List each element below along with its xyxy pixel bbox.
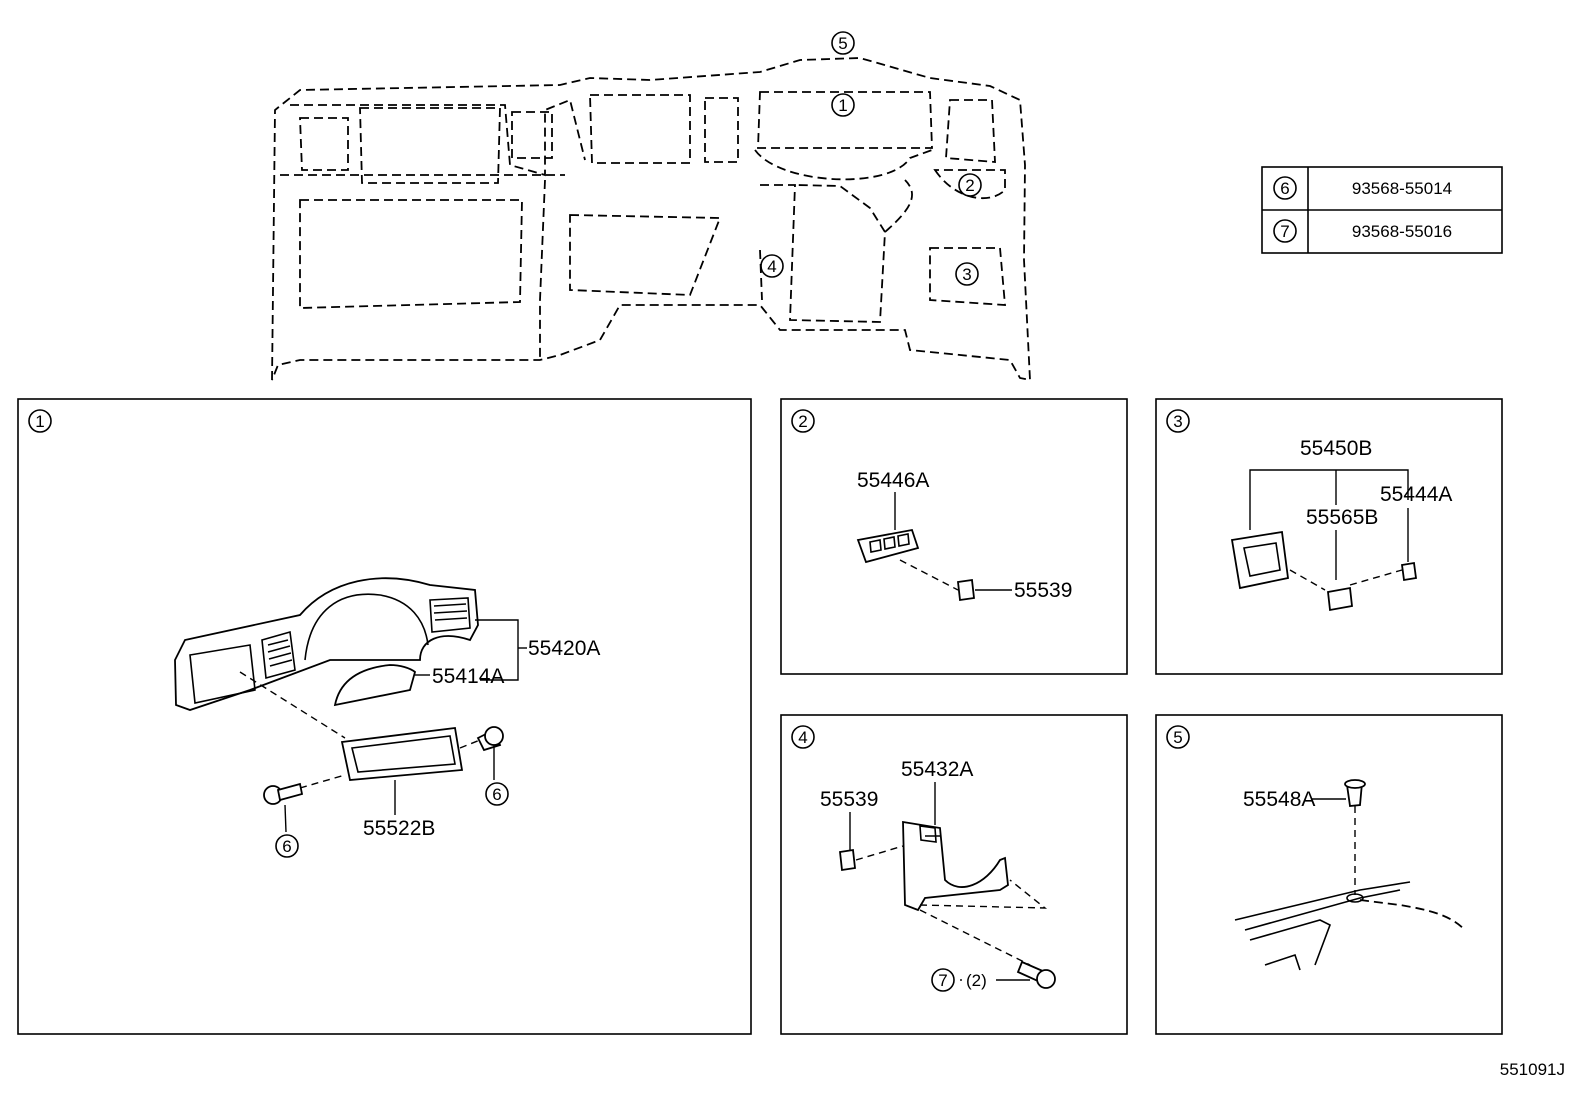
fastener-row-6: 6 93568-55014	[1273, 176, 1452, 200]
svg-text:1: 1	[35, 412, 44, 431]
clip	[1344, 779, 1366, 807]
cluster-hood	[333, 664, 417, 707]
switch-base	[856, 528, 920, 564]
screw-icon	[1016, 960, 1056, 989]
detail-panel-2: 2 55446A 55539	[780, 398, 1128, 675]
svg-text:7: 7	[1280, 222, 1289, 241]
quantity-label: (2)	[966, 971, 987, 990]
hole-cover	[957, 578, 975, 602]
fastener-table: 6 93568-55014 7 93568-55016	[1261, 166, 1503, 254]
part-label-55548A: 55548A	[1243, 788, 1315, 811]
dashboard-edge	[1234, 881, 1466, 971]
dashboard-overview: 1 2 3 4 5	[271, 31, 1031, 382]
fastener-callout-6: 6	[485, 782, 509, 806]
svg-text:2: 2	[798, 412, 807, 431]
svg-text:5: 5	[838, 34, 847, 53]
cluster-finish-panel	[174, 577, 479, 711]
pocket-box	[1230, 530, 1290, 590]
svg-text:1: 1	[838, 96, 847, 115]
part-number-93568-55014: 93568-55014	[1352, 179, 1452, 198]
part-label-55565B: 55565B	[1306, 506, 1378, 529]
svg-text:2: 2	[965, 176, 974, 195]
screw-icon	[476, 726, 504, 752]
panel-4-number: 4	[791, 725, 815, 749]
panel-3-number: 3	[1166, 409, 1190, 433]
detail-panel-4: 4 55432A 55539 7 (2)	[780, 714, 1128, 1035]
part-label-55539: 55539	[820, 788, 878, 811]
overview-callout-4: 4	[760, 254, 784, 278]
svg-text:3: 3	[962, 265, 971, 284]
fastener-callout-6: 6	[275, 834, 299, 858]
part-label-55414A: 55414A	[432, 665, 504, 688]
fastener-callout-7: 7	[931, 968, 955, 992]
part-label-55539: 55539	[1014, 579, 1072, 602]
overview-callout-1: 1	[831, 93, 855, 117]
part-label-55522B: 55522B	[363, 817, 435, 840]
part-label-55420A: 55420A	[528, 637, 600, 660]
detail-panel-1: 1	[17, 398, 752, 1035]
svg-text:5: 5	[1173, 728, 1182, 747]
overview-callout-2: 2	[958, 173, 982, 197]
clip	[1327, 586, 1353, 612]
fastener-row-7: 7 93568-55016	[1273, 219, 1452, 243]
detail-panel-3: 3 55450B 55444A 55565B	[1155, 398, 1503, 675]
part-label-55432A: 55432A	[901, 758, 973, 781]
hole-cover	[839, 848, 856, 872]
part-label-55446A: 55446A	[857, 469, 929, 492]
svg-text:3: 3	[1173, 412, 1182, 431]
panel-2-number: 2	[791, 409, 815, 433]
panel-5-number: 5	[1166, 725, 1190, 749]
svg-text:4: 4	[798, 728, 807, 747]
part-label-55450B: 55450B	[1300, 437, 1372, 460]
screw-icon	[263, 782, 304, 805]
overview-callout-3: 3	[955, 262, 979, 286]
clip	[1400, 561, 1418, 582]
panel-1-number: 1	[28, 409, 52, 433]
lower-panel	[902, 820, 1009, 912]
svg-text:6: 6	[282, 837, 291, 856]
display-bezel	[340, 727, 464, 781]
svg-text:7: 7	[938, 971, 947, 990]
part-label-55444A: 55444A	[1380, 483, 1452, 506]
detail-panel-5: 5 55548A	[1155, 714, 1503, 1035]
diagram-reference-code: 551091J	[1500, 1060, 1565, 1079]
svg-text:6: 6	[492, 785, 501, 804]
overview-callout-5: 5	[831, 31, 855, 55]
part-number-93568-55016: 93568-55016	[1352, 222, 1452, 241]
svg-text:6: 6	[1280, 179, 1289, 198]
svg-text:4: 4	[767, 257, 776, 276]
